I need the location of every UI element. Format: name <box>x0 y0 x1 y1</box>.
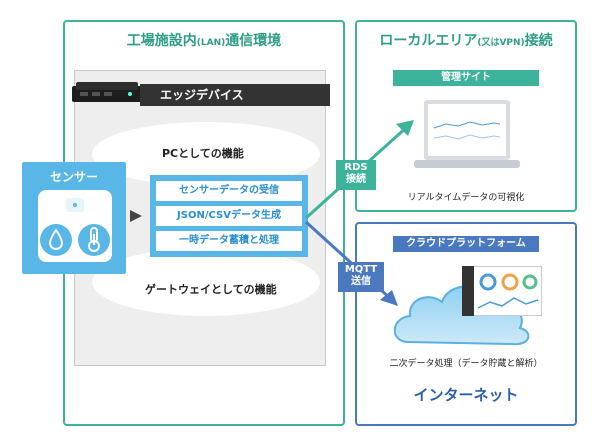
factory-title-lan: (LAN) <box>196 38 226 48</box>
rds-badge-line2: 接続 <box>346 174 366 185</box>
local-area-panel <box>355 20 577 212</box>
pc-function-label: PCとしての機能 <box>162 147 244 160</box>
local-title-tail: 接続 <box>524 33 553 49</box>
secondary-processing-caption: 二次データ処理（データ貯蔵と解析） <box>389 359 543 369</box>
function-receive: センサーデータの受信 <box>156 181 302 201</box>
factory-title-tail: 通信環境 <box>225 33 282 49</box>
realtime-caption: リアルタイムデータの可視化 <box>407 193 525 203</box>
edge-device-label: エッジデバイス <box>160 88 244 102</box>
rds-badge: RDS 接続 <box>336 160 376 190</box>
sensor-icons <box>40 198 110 256</box>
internet-title: インターネット <box>413 386 519 404</box>
gateway-function-oval <box>92 248 320 316</box>
sensor-title: センサー <box>49 170 98 184</box>
local-title: ローカルエリア(又はVPN)接続 <box>355 30 577 50</box>
rds-arrow-icon <box>396 120 414 136</box>
management-site-header: 管理サイト <box>393 70 539 86</box>
cloud-platform-header: クラウドプラットフォーム <box>393 236 539 252</box>
humidity-icon <box>40 224 72 256</box>
factory-title-main: 工場施設内 <box>126 33 197 49</box>
gateway-function-label: ゲートウェイとしての機能 <box>145 283 277 296</box>
edge-device-image <box>72 82 142 102</box>
factory-title: 工場施設内(LAN)通信環境 <box>63 30 345 50</box>
rds-badge-line1: RDS <box>344 162 368 173</box>
function-generate: JSON/CSVデータ生成 <box>156 206 302 226</box>
edge-device-bar <box>140 84 330 106</box>
mqtt-arrow-icon <box>380 290 398 306</box>
local-title-vpn: (又はVPN) <box>477 38 525 48</box>
function-store: 一時データ蓄積と処理 <box>156 231 302 251</box>
laptop-icon <box>414 100 520 168</box>
arrow-right-icon <box>130 210 142 222</box>
mqtt-badge-line1: MQTT <box>344 264 378 275</box>
mqtt-badge: MQTT 送信 <box>338 262 384 292</box>
dashboard-preview <box>462 266 542 316</box>
local-title-main: ローカルエリア <box>379 33 478 49</box>
mqtt-badge-line2: 送信 <box>351 276 371 287</box>
